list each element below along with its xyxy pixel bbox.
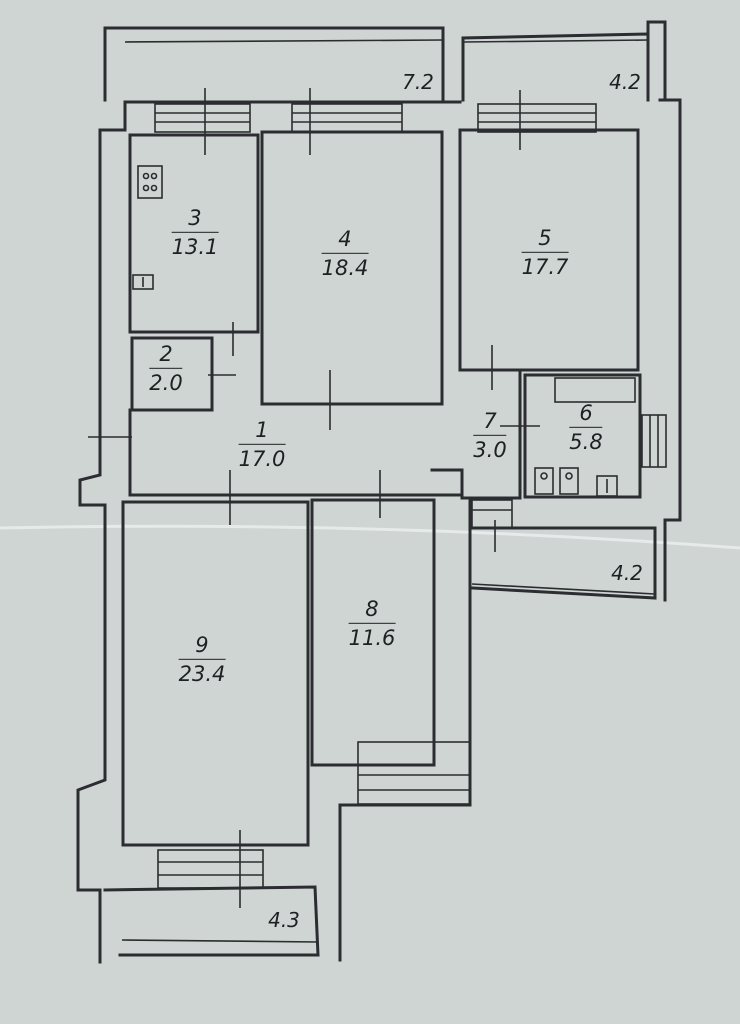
room-4-number: 4 <box>321 227 369 254</box>
room-6-number: 6 <box>569 401 603 428</box>
room-7-number: 7 <box>473 409 507 436</box>
balcony-bottom-rail <box>121 939 319 943</box>
bathtub-icon <box>554 377 636 403</box>
room-2-label: 2 2.0 <box>149 342 183 396</box>
room-2-area: 2.0 <box>149 371 183 395</box>
room-3-label: 3 13.1 <box>171 206 219 260</box>
room-9-label: 9 23.4 <box>178 633 226 687</box>
balcony-top-left-rail <box>124 39 444 43</box>
room-9-number: 9 <box>178 633 226 660</box>
balcony-right-rail <box>471 583 656 595</box>
room-3-number: 3 <box>171 206 219 233</box>
room-1-label: 1 17.0 <box>238 418 286 472</box>
balcony-top-right-outline <box>461 32 650 102</box>
balcony-bottom-area: 4.3 <box>268 908 300 932</box>
room-2-walls <box>130 336 214 412</box>
outer-wall-left <box>76 128 107 964</box>
room-2-number: 2 <box>149 342 183 369</box>
room-6-label: 6 5.8 <box>569 401 603 455</box>
room-4-label: 4 18.4 <box>321 227 369 281</box>
room-7-label: 7 3.0 <box>473 409 507 463</box>
room-7-area: 3.0 <box>473 438 507 462</box>
room-5-label: 5 17.7 <box>521 226 569 280</box>
outer-wall-bottom <box>338 498 472 962</box>
room-9-area: 23.4 <box>178 662 226 686</box>
room-1-walls <box>128 408 464 497</box>
kitchen-stove-icon <box>137 165 163 199</box>
room-9-walls <box>121 500 310 847</box>
balcony-top-left-outline <box>103 26 445 102</box>
bathroom-fixtures-icon <box>534 467 618 497</box>
room-8-area: 11.6 <box>348 626 396 650</box>
kitchen-sink-icon <box>132 274 154 290</box>
room-8-label: 8 11.6 <box>348 597 396 651</box>
room-5-walls <box>458 128 640 372</box>
balcony-top-right-edge <box>646 20 667 102</box>
room-6-area: 5.8 <box>569 430 603 454</box>
room-5-area: 17.7 <box>521 255 569 279</box>
room-3-walls <box>128 133 260 334</box>
room-6-walls <box>523 373 642 499</box>
room-4-area: 18.4 <box>321 256 369 280</box>
outer-wall-right <box>658 98 682 602</box>
room-3-area: 13.1 <box>171 235 219 259</box>
balcony-right-outline <box>470 526 657 600</box>
room-1-area: 17.0 <box>238 447 286 471</box>
balcony-top-left-area: 7.2 <box>402 70 434 94</box>
room-8-walls <box>310 498 436 767</box>
room-7-walls <box>458 368 522 500</box>
room-8-number: 8 <box>348 597 396 624</box>
door-marks <box>88 88 540 908</box>
room-1-number: 1 <box>238 418 286 445</box>
outer-wall-top-left <box>98 100 462 132</box>
balcony-top-right-area: 4.2 <box>609 70 641 94</box>
balcony-top-right-rail <box>462 39 649 43</box>
balcony-right-area: 4.2 <box>611 561 643 585</box>
windows <box>154 103 667 889</box>
room-5-number: 5 <box>521 226 569 253</box>
